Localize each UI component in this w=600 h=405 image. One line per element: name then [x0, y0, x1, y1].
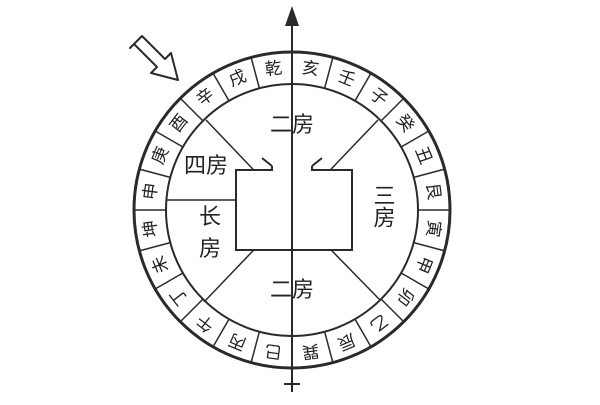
room-label-right: 三房	[370, 184, 396, 228]
ring-label: 辰	[335, 329, 358, 354]
ring-separator	[323, 57, 334, 89]
ring-label: 甲	[411, 253, 436, 276]
ring-label: 亥	[301, 58, 320, 80]
ring-separator	[250, 331, 261, 363]
ring-separator	[212, 318, 230, 348]
room-label-left-2: 房	[199, 237, 221, 262]
ring-label: 坤	[140, 219, 162, 238]
ring-label: 艮	[422, 182, 444, 201]
ring-separator	[413, 168, 445, 179]
ring-label: 午	[193, 310, 219, 336]
ring-separator	[400, 272, 430, 290]
ring-label: 丙	[226, 329, 249, 354]
room-label-bottom: 二房	[270, 278, 314, 303]
ring-separator	[354, 72, 372, 102]
ring-label: 辛	[193, 84, 219, 110]
ring-label: 寅	[422, 219, 444, 238]
ring-label: 壬	[335, 66, 358, 91]
ring-separator	[413, 241, 445, 252]
ring-label: 庚	[148, 144, 173, 167]
ring-separator	[250, 57, 261, 89]
ring-separator	[154, 130, 184, 148]
ring-separator	[179, 298, 204, 323]
ring-label: 卯	[392, 284, 418, 310]
ring-label: 丑	[411, 144, 436, 167]
ring-separators	[134, 52, 450, 368]
room-label-left-1: 长	[199, 205, 221, 230]
ring-label: 巳	[264, 340, 283, 362]
ring-separator	[179, 97, 204, 122]
ring-separator	[139, 241, 171, 252]
ring-separator	[212, 72, 230, 102]
house-notch	[311, 157, 323, 167]
arrow-pointer-icon	[129, 35, 179, 81]
house-outline	[235, 166, 353, 251]
ring-separator	[380, 97, 405, 122]
room-label-top: 二房	[270, 113, 314, 138]
room-label-upper-left: 四房	[184, 154, 228, 179]
ring-separator	[380, 298, 405, 323]
ring-label: 丁	[166, 284, 192, 310]
ring-label: 申	[140, 182, 162, 201]
ring-label: 巽	[301, 340, 320, 362]
house-notch	[261, 157, 273, 167]
ring-label: 酉	[166, 111, 192, 137]
ring-label: 乾	[264, 58, 283, 80]
ring-label: 癸	[392, 111, 418, 137]
ring-separator	[354, 318, 372, 348]
ring-separator	[323, 331, 334, 363]
ring-label: 未	[148, 253, 173, 276]
ring-separator	[154, 272, 184, 290]
ring-label: 戌	[226, 66, 249, 91]
ring-separator	[139, 168, 171, 179]
axis-arrowhead-icon	[285, 6, 299, 26]
ring-label: 乙	[366, 310, 392, 336]
ring-label: 子	[366, 84, 392, 110]
ring-separator	[400, 130, 430, 148]
